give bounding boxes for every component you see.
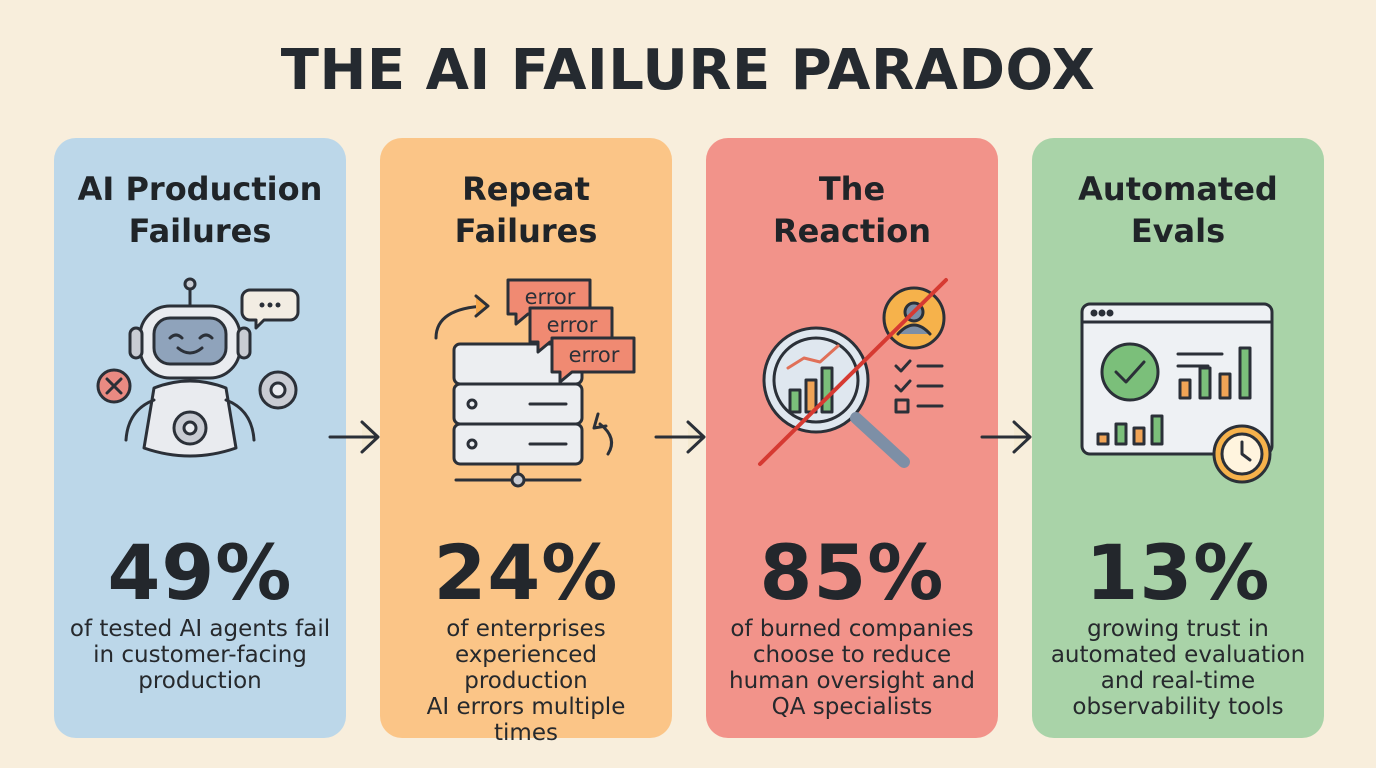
card-heading: Automated Evals: [1042, 168, 1314, 252]
description-line: automated evaluation: [1050, 642, 1306, 668]
stat-value: 49%: [107, 528, 293, 617]
description-line: and real-time: [1100, 668, 1256, 694]
card-heading: The Reaction: [716, 168, 988, 252]
robot-icon: [96, 277, 300, 458]
card-heading-line: Repeat: [462, 170, 590, 208]
stat-value: 13%: [1085, 528, 1271, 617]
description-line: experienced production: [454, 642, 598, 694]
card-ai-production-failures: AI Production Failures: [54, 138, 346, 738]
description-line: AI errors multiple times: [426, 694, 626, 746]
description-line: production: [138, 668, 262, 694]
description-line: of tested AI agents fail: [69, 616, 331, 642]
card-heading: Repeat Failures: [390, 168, 662, 252]
arrow-right-icon: [980, 420, 1032, 454]
card-heading-line: The: [818, 170, 886, 208]
arrow-right-icon: [328, 420, 380, 454]
description-line: growing trust in: [1087, 616, 1269, 642]
error-label: error: [569, 343, 620, 367]
card-repeat-failures: Repeat Failures error error: [380, 138, 672, 746]
arrow-right-icon: [654, 420, 706, 454]
dashboard-icon: [1080, 302, 1274, 484]
description-line: choose to reduce: [752, 642, 952, 668]
crossed-out-magnifier-icon: [758, 278, 948, 468]
stat-description: of burned companies choose to reduce hum…: [718, 616, 986, 720]
card-heading-line: Failures: [454, 212, 598, 250]
error-label: error: [547, 313, 598, 337]
description-line: QA specialists: [771, 694, 933, 720]
stat-value: 85%: [759, 528, 945, 617]
server-errors-icon: error error error: [434, 278, 636, 488]
card-heading: AI Production Failures: [64, 168, 336, 252]
card-heading-line: Reaction: [773, 212, 931, 250]
stat-value: 24%: [433, 528, 619, 617]
description-line: in customer-facing: [93, 642, 307, 668]
error-label: error: [525, 285, 576, 309]
stat-description: growing trust in automated evaluation an…: [1044, 616, 1312, 720]
description-line: human oversight and: [729, 668, 975, 694]
card-heading-line: Failures: [128, 212, 272, 250]
card-automated-evals: Automated Evals: [1032, 138, 1324, 738]
description-line: of enterprises: [446, 616, 606, 642]
card-heading-line: AI Production: [77, 170, 323, 208]
card-heading-line: Evals: [1130, 212, 1226, 250]
card-the-reaction: The Reaction 85% of bur: [706, 138, 998, 738]
stat-description: of tested AI agents fail in customer-fac…: [66, 616, 334, 694]
description-line: of burned companies: [730, 616, 974, 642]
description-line: observability tools: [1072, 694, 1284, 720]
stat-description: of enterprises experienced production AI…: [392, 616, 660, 746]
card-heading-line: Automated: [1078, 170, 1278, 208]
page-title: THE AI FAILURE PARADOX: [280, 38, 1096, 103]
